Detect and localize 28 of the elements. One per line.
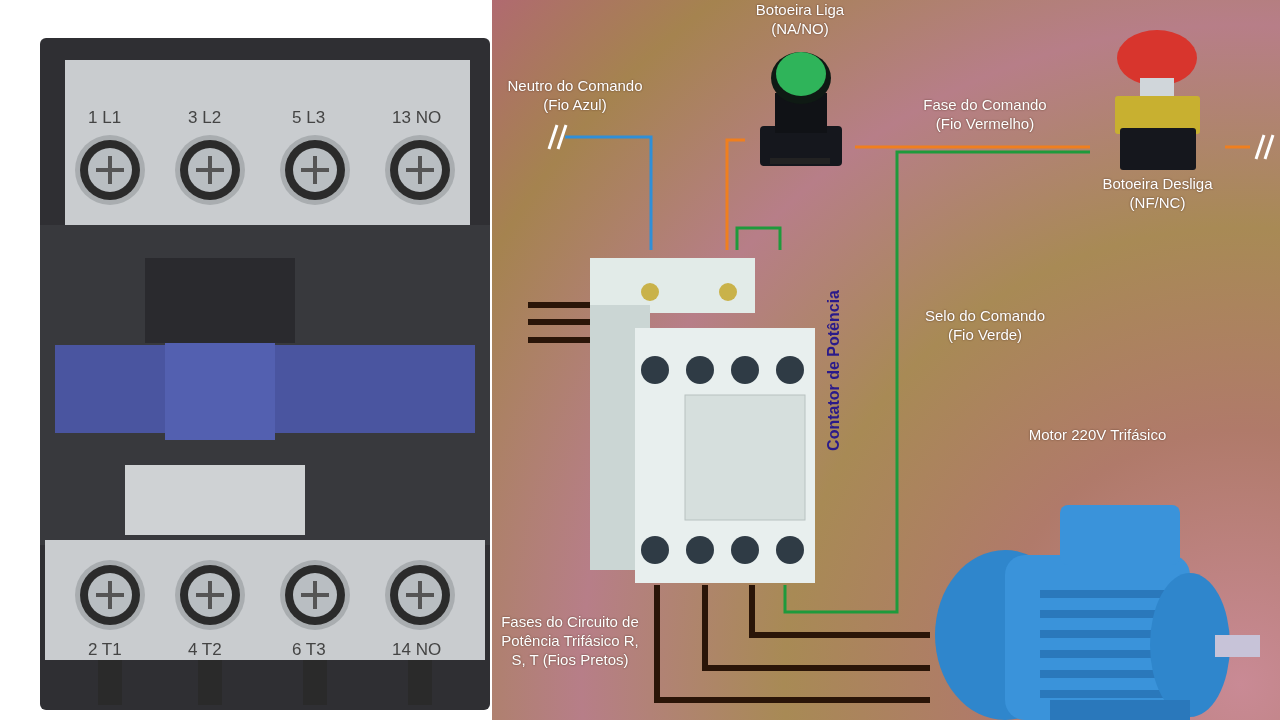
- pushbutton-label: Botoeira Liga (NA/NO): [754, 0, 846, 38]
- terminal-label: 2 T1: [88, 640, 122, 660]
- wire: [565, 135, 653, 250]
- wire: [528, 337, 590, 343]
- contactor-label: Contator de Potência: [825, 290, 843, 451]
- wire: [783, 150, 1090, 614]
- terminal-label: 6 T3: [292, 640, 326, 660]
- terminal-label: 3 L2: [188, 108, 222, 128]
- wire: [725, 138, 745, 250]
- terminal-label: 5 L3: [292, 108, 326, 128]
- wire: [702, 585, 930, 671]
- wire: [528, 302, 590, 308]
- wire: [1225, 145, 1250, 149]
- pushbutton-label: Botoeira Desliga (NF/NC): [1101, 174, 1214, 212]
- wire-label: Selo do Comando (Fio Verde): [923, 306, 1047, 344]
- wire: [735, 226, 782, 250]
- terminal-label: 4 T2: [188, 640, 222, 660]
- terminal-label: 13 NO: [392, 108, 442, 128]
- wire: [749, 585, 930, 638]
- wire-label: Fase do Comando (Fio Vermelho): [922, 95, 1048, 133]
- wire-label: Neutro do Comando (Fio Azul): [506, 76, 644, 114]
- motor-label: Motor 220V Trifásico: [1027, 425, 1168, 444]
- wire: [528, 319, 590, 325]
- wire: [654, 585, 930, 703]
- wire: [855, 145, 1090, 149]
- terminal-label: 14 NO: [392, 640, 442, 660]
- wire-label: Fases do Circuito de Potência Trifásico R, S, T (Fios Pretos): [500, 612, 640, 669]
- terminal-label: 1 L1: [88, 108, 122, 128]
